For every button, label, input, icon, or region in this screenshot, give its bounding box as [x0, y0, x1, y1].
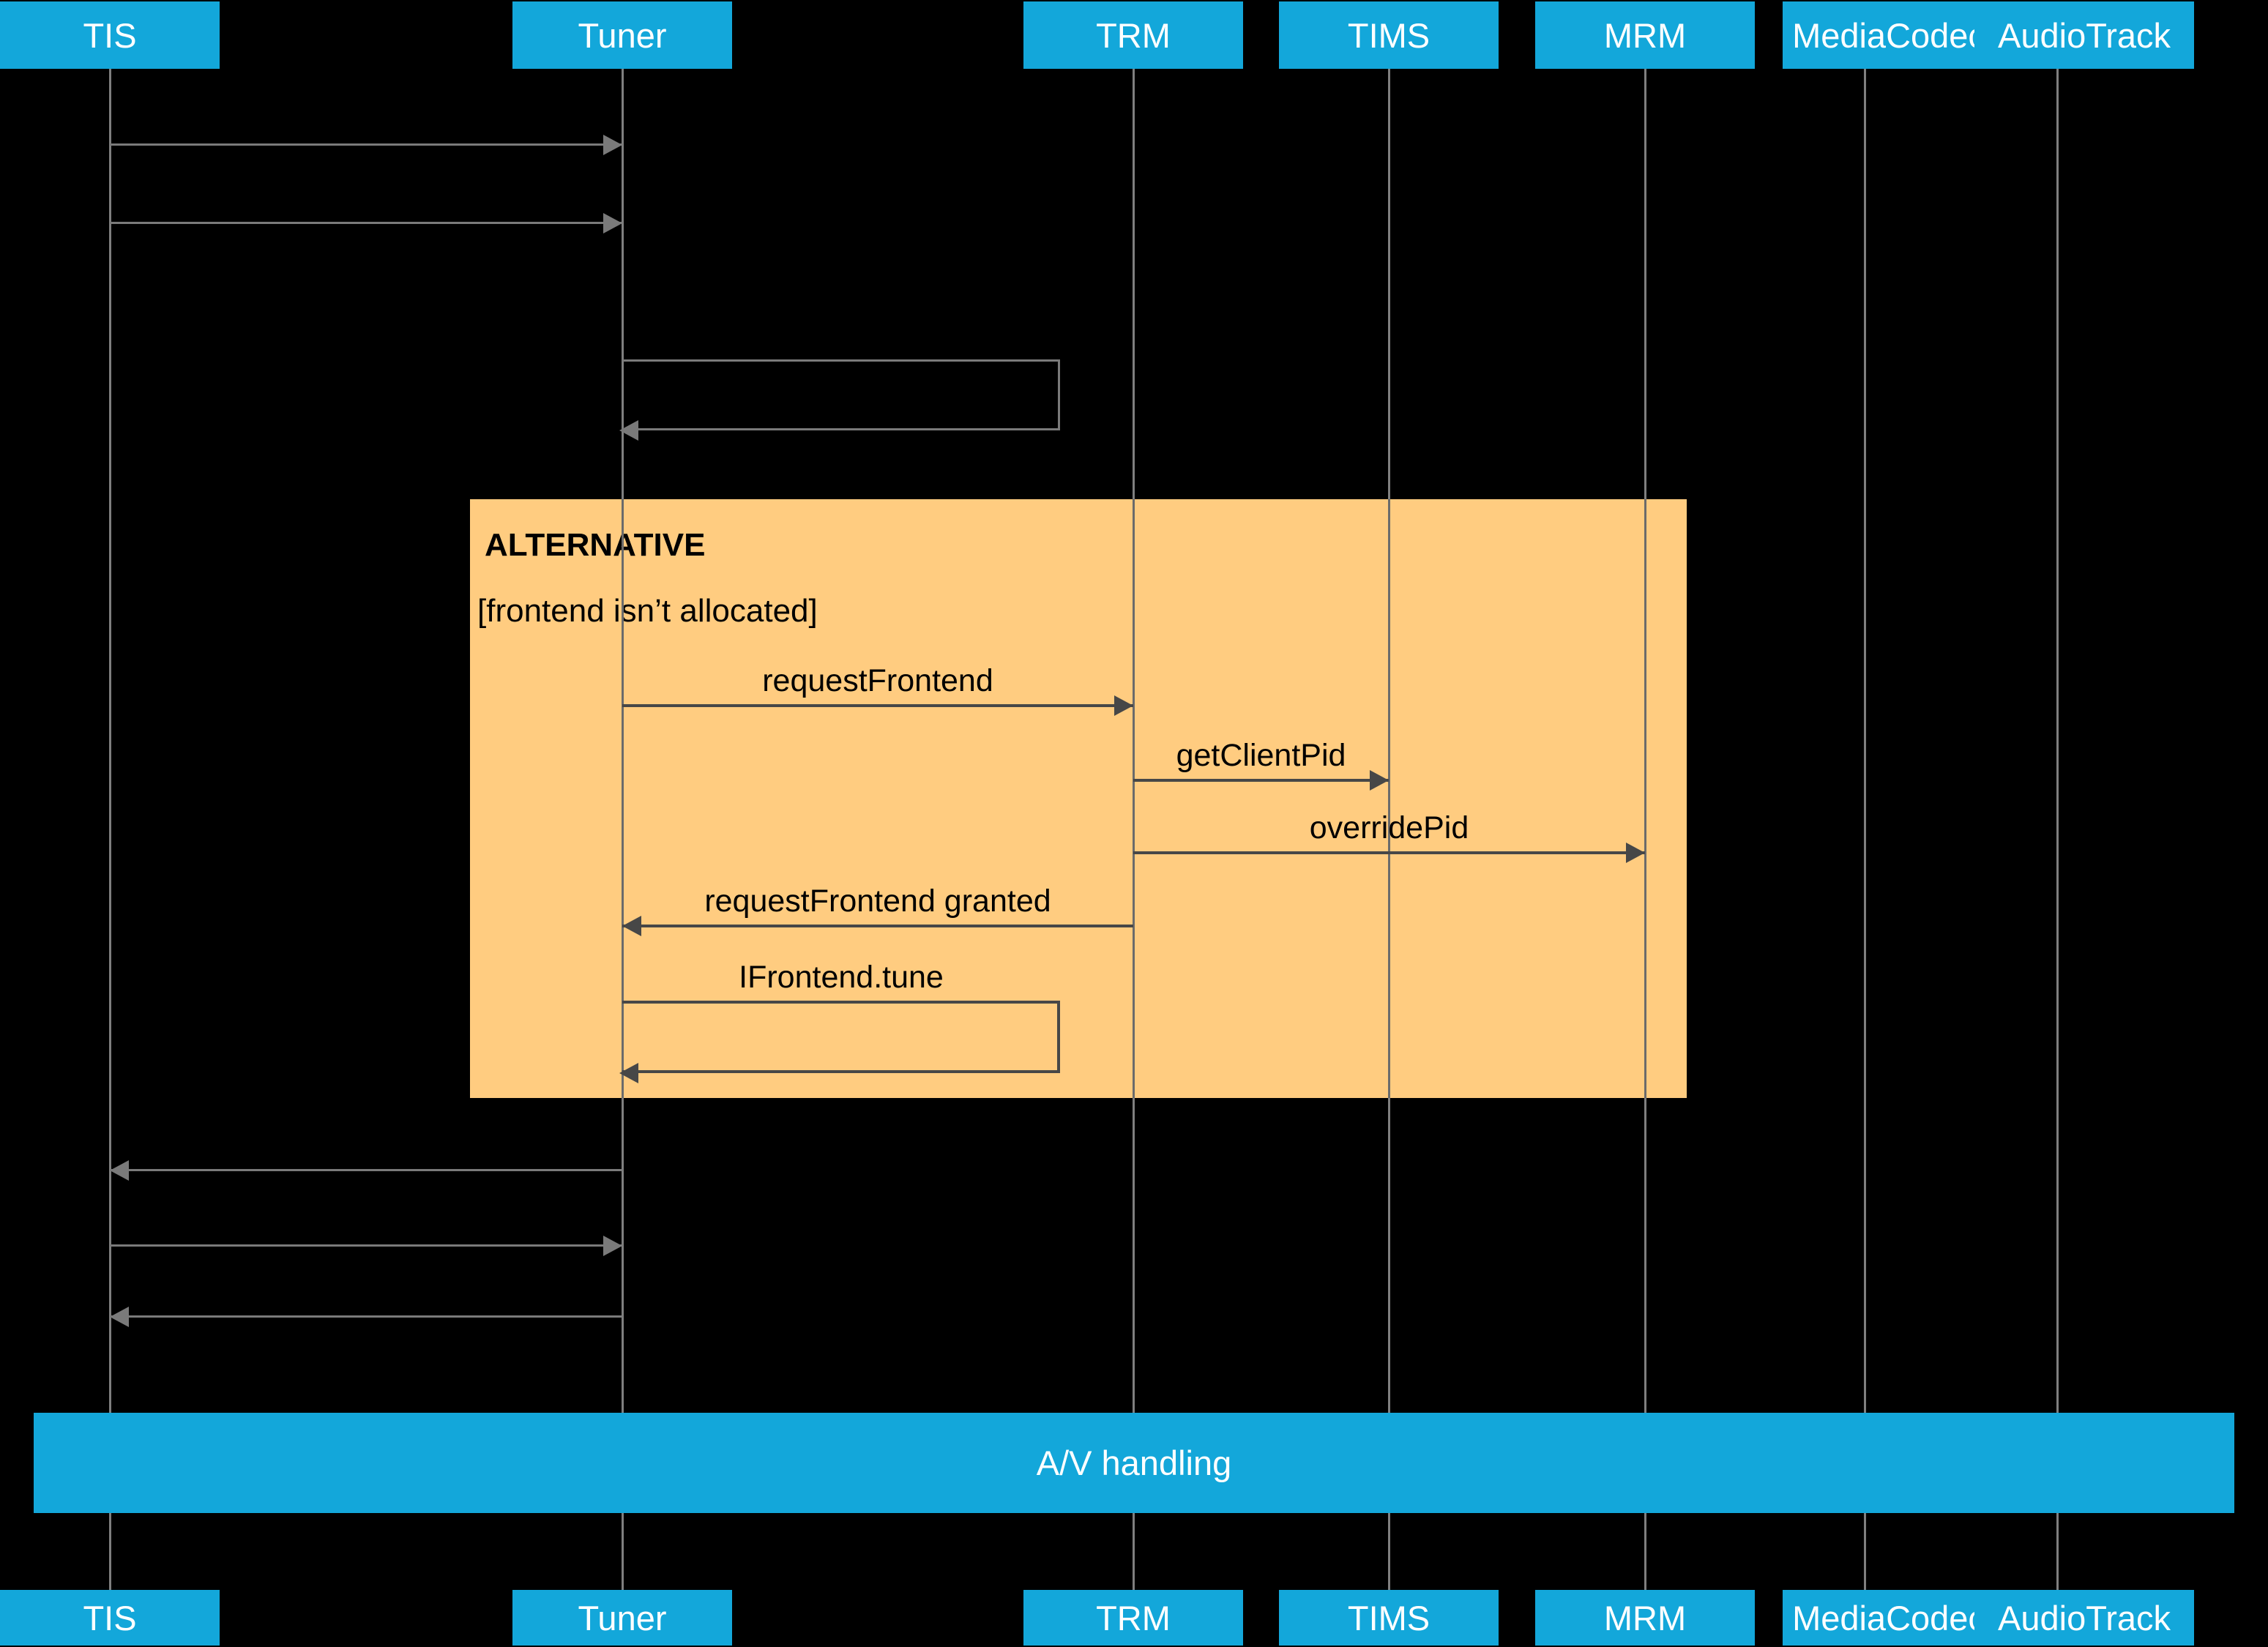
lifeline-over-tuner	[622, 499, 624, 1098]
message-label-m4: requestFrontend	[762, 663, 993, 698]
arrow-head-m6	[1626, 843, 1645, 863]
actor-label: TRM	[1096, 1598, 1171, 1637]
actor-header-mediacodec[interactable]: MediaCodec	[1783, 1, 1995, 69]
actor-label: MediaCodec	[1792, 15, 1985, 55]
actor-label: TIS	[83, 1598, 137, 1637]
actor-label: MediaCodec	[1792, 1598, 1985, 1637]
lifeline-tis	[109, 69, 111, 1590]
actor-header-mrm[interactable]: MRM	[1535, 1, 1755, 69]
message-line-m11	[110, 1315, 622, 1318]
lifeline-mediacodec	[1864, 69, 1866, 1590]
actor-label: TIMS	[1347, 1598, 1430, 1637]
lifeline-audiotrack	[2056, 69, 2059, 1590]
arrow-head-m8	[619, 1063, 638, 1083]
message-line-m9	[110, 1169, 622, 1171]
actor-footer-tims[interactable]: TIMS	[1279, 1590, 1499, 1646]
self-message-m3	[622, 359, 1060, 430]
actor-header-tis[interactable]: TIS	[0, 1, 220, 69]
alt-fragment-guard: [frontend isn’t allocated]	[477, 593, 818, 629]
actor-label: AudioTrack	[1998, 1598, 2171, 1637]
arrow-head-m7	[622, 916, 641, 936]
lifeline-over-tims	[1388, 499, 1390, 1098]
message-line-m2	[110, 222, 622, 224]
arrow-head-m10	[603, 1236, 622, 1256]
message-line-m7	[622, 925, 1133, 927]
actor-header-tuner[interactable]: Tuner	[512, 1, 732, 69]
actor-header-tims[interactable]: TIMS	[1279, 1, 1499, 69]
av-handling-band: A/V handling	[34, 1413, 2234, 1513]
message-label-m8: IFrontend.tune	[739, 960, 944, 995]
av-handling-label: A/V handling	[1036, 1444, 1232, 1482]
arrow-head-m11	[110, 1307, 129, 1327]
arrow-head-m5	[1370, 770, 1389, 791]
message-line-m4	[622, 704, 1133, 707]
actor-label: MRM	[1603, 15, 1687, 55]
lifeline-over-trm	[1133, 499, 1135, 1098]
actor-footer-tuner[interactable]: Tuner	[512, 1590, 732, 1646]
message-label-m6: overridePid	[1309, 810, 1469, 845]
actor-label: TIMS	[1347, 15, 1430, 55]
actor-footer-audiotrack[interactable]: AudioTrack	[1974, 1590, 2194, 1646]
alt-fragment-box	[470, 499, 1687, 1098]
actor-label: Tuner	[578, 1598, 667, 1637]
message-line-m5	[1133, 779, 1389, 782]
message-line-m10	[110, 1244, 622, 1247]
actor-footer-trm[interactable]: TRM	[1023, 1590, 1243, 1646]
actor-footer-tis[interactable]: TIS	[0, 1590, 220, 1646]
actor-header-trm[interactable]: TRM	[1023, 1, 1243, 69]
message-label-m7: requestFrontend granted	[704, 884, 1051, 919]
arrow-head-m4	[1114, 695, 1133, 716]
actor-label: Tuner	[578, 15, 667, 55]
message-label-m5: getClientPid	[1176, 738, 1346, 773]
actor-footer-mediacodec[interactable]: MediaCodec	[1783, 1590, 1995, 1646]
alt-fragment-title: ALTERNATIVE	[485, 527, 706, 563]
actor-label: TIS	[83, 15, 137, 55]
actor-header-audiotrack[interactable]: AudioTrack	[1974, 1, 2194, 69]
actor-label: MRM	[1603, 1598, 1687, 1637]
actor-label: TRM	[1096, 15, 1171, 55]
message-line-m6	[1133, 851, 1645, 854]
arrow-head-m9	[110, 1160, 129, 1181]
self-message-m8	[622, 1001, 1060, 1073]
arrow-head-m2	[603, 213, 622, 234]
message-line-m1	[110, 143, 622, 146]
arrow-head-m3	[619, 420, 638, 441]
actor-footer-mrm[interactable]: MRM	[1535, 1590, 1755, 1646]
lifeline-over-mrm	[1644, 499, 1646, 1098]
arrow-head-m1	[603, 135, 622, 155]
actor-label: AudioTrack	[1998, 15, 2171, 55]
